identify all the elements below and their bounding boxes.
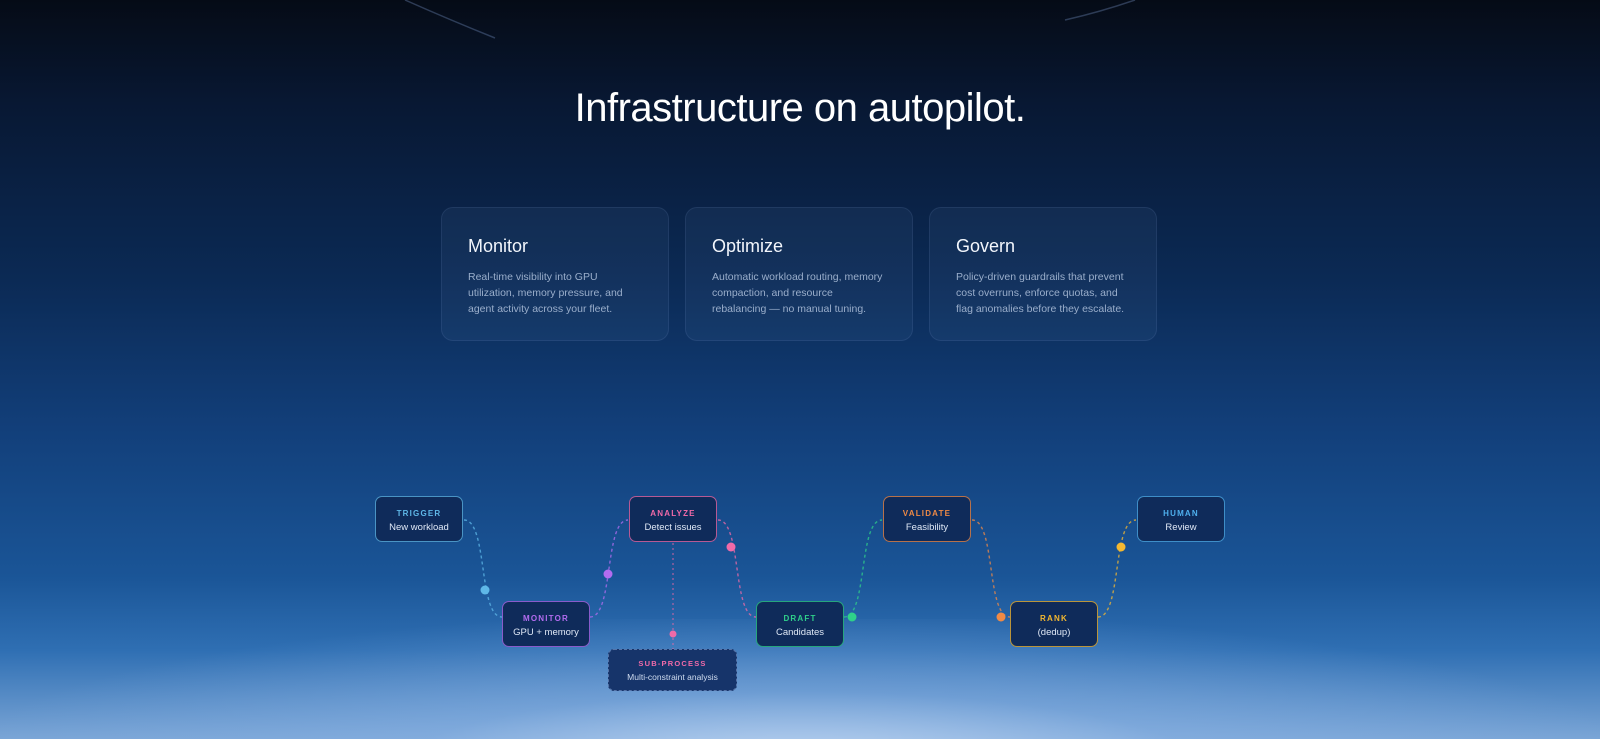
top-arc-decoration — [404, 0, 1136, 39]
flow-node-rank: RANK (dedup) — [1010, 601, 1098, 647]
connector-analyze-draft — [717, 519, 757, 618]
flow-node-monitor: MONITOR GPU + memory — [502, 601, 590, 647]
flow-dot-validate — [996, 612, 1006, 622]
node-tag: MONITOR — [522, 614, 570, 623]
node-tag: TRIGGER — [396, 509, 442, 518]
flow-node-subprocess: SUB-PROCESS Multi-constraint analysis — [608, 649, 737, 691]
flow-node-draft: DRAFT Candidates — [756, 601, 844, 647]
flow-dot-analyze — [726, 542, 736, 552]
card-govern: Govern Policy-driven guardrails that pre… — [929, 207, 1157, 341]
node-label: Review — [1165, 522, 1197, 533]
node-label: Detect issues — [644, 522, 702, 533]
card-description: Real-time visibility into GPU utilizatio… — [468, 271, 623, 315]
flow-node-validate: VALIDATE Feasibility — [883, 496, 971, 542]
connector-validate-rank — [971, 519, 1011, 618]
flow-node-trigger: TRIGGER New workload — [375, 496, 463, 542]
node-tag: VALIDATE — [902, 509, 952, 518]
flow-node-human: HUMAN Review — [1137, 496, 1225, 542]
node-tag: DRAFT — [783, 614, 817, 623]
flow-dot-draft — [847, 612, 857, 622]
connector-trigger-monitor — [463, 519, 503, 618]
node-label: New workload — [389, 522, 449, 533]
node-label: Feasibility — [905, 522, 949, 533]
card-title: Optimize — [712, 236, 784, 256]
connector-monitor-analyze — [589, 519, 629, 618]
flow-node-analyze: ANALYZE Detect issues — [629, 496, 717, 542]
node-tag: RANK — [1040, 614, 1068, 623]
node-tag: ANALYZE — [650, 509, 696, 518]
flow-dot-trigger — [480, 585, 490, 595]
flow-dot-rank — [1116, 542, 1126, 552]
card-title: Monitor — [468, 236, 529, 256]
node-label: GPU + memory — [513, 627, 579, 638]
card-title: Govern — [956, 236, 1016, 256]
flow-dot-monitor — [603, 569, 613, 579]
connector-rank-human — [1097, 519, 1137, 618]
page-headline: Infrastructure on autopilot. — [574, 86, 1026, 130]
node-label: Multi-constraint analysis — [627, 672, 718, 682]
node-tag: SUB-PROCESS — [638, 659, 707, 668]
node-label: Candidates — [775, 627, 825, 638]
flow-dot-subprocess — [669, 630, 677, 638]
card-monitor: Monitor Real-time visibility into GPU ut… — [441, 207, 669, 341]
card-description: Policy-driven guardrails that prevent co… — [956, 271, 1125, 315]
node-tag: HUMAN — [1163, 509, 1199, 518]
connector-draft-validate — [843, 519, 883, 618]
node-label: (dedup) — [1037, 627, 1071, 638]
card-description: Automatic workload routing, memory compa… — [712, 271, 883, 315]
card-optimize: Optimize Automatic workload routing, mem… — [685, 207, 913, 341]
